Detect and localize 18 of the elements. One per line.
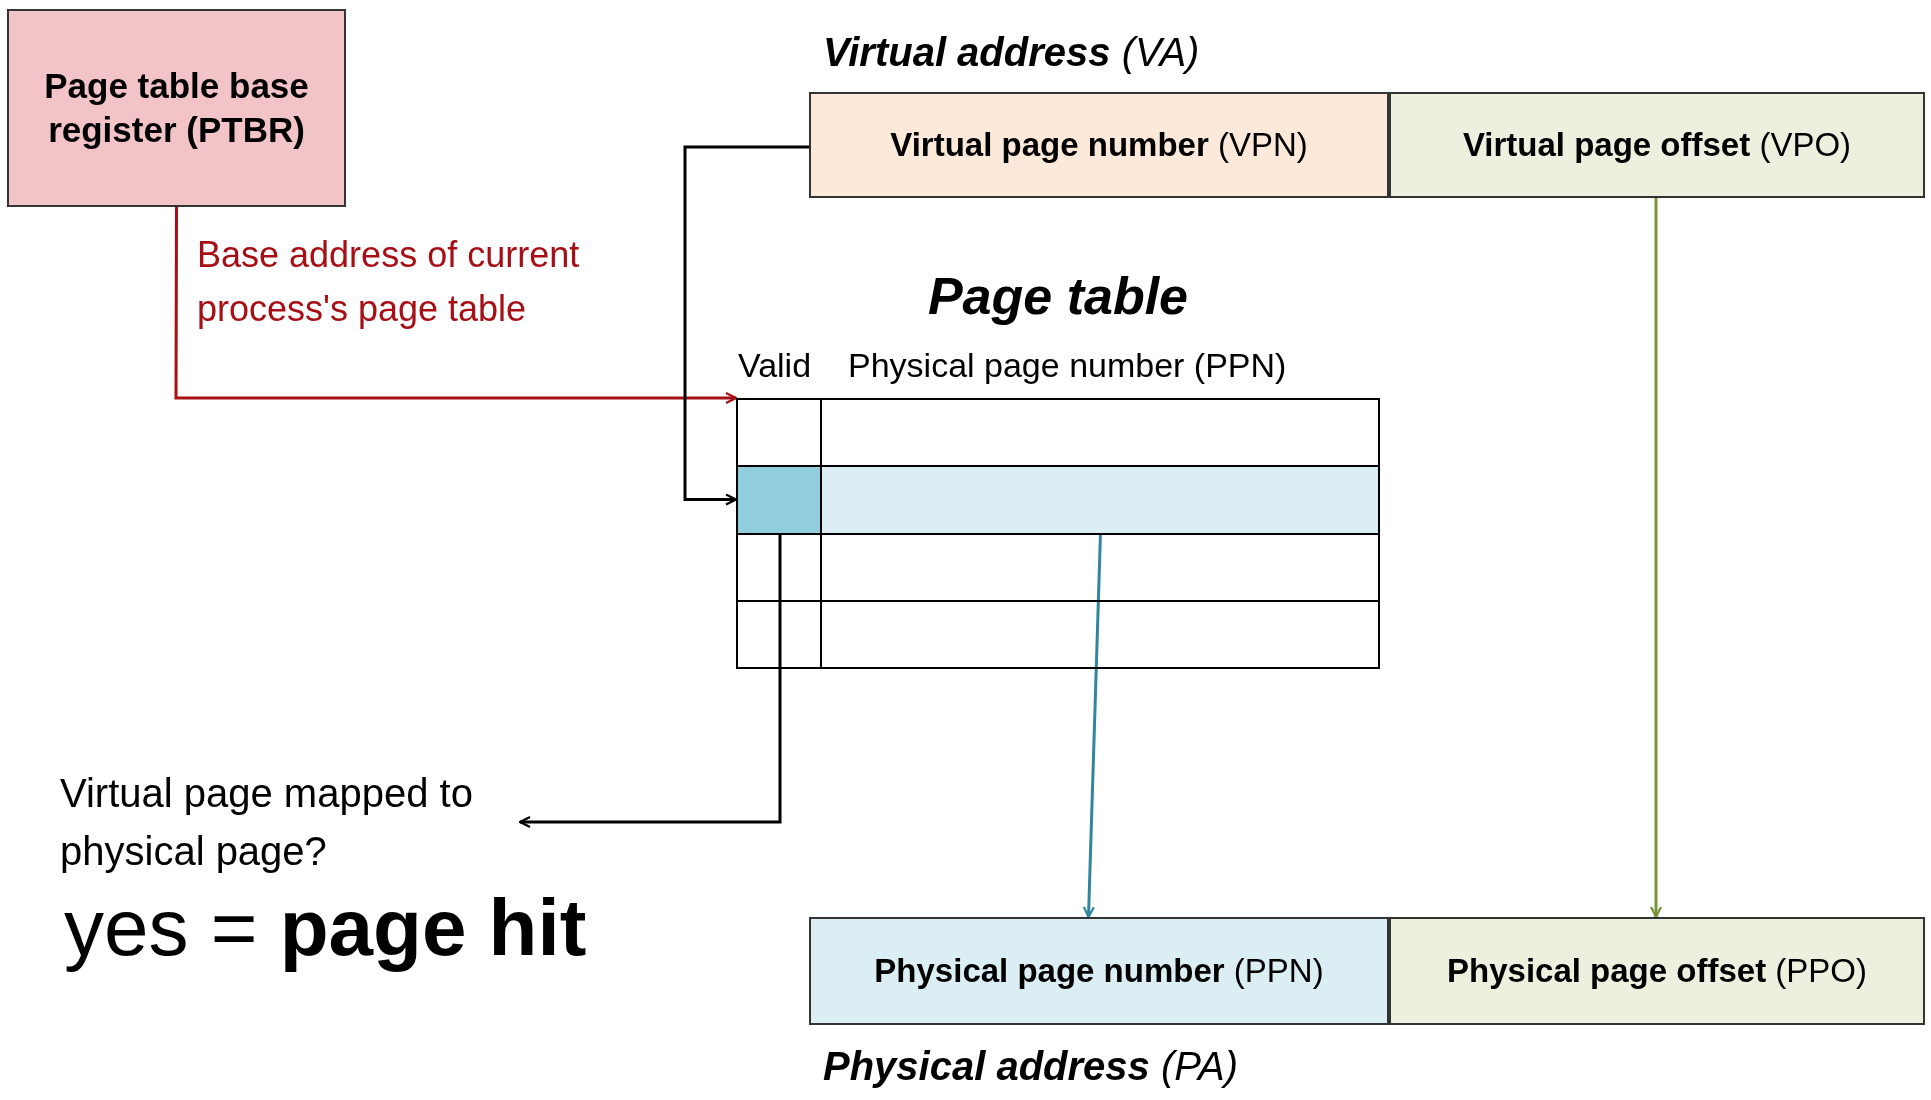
question-text: Virtual page mapped to physical page? — [60, 770, 474, 875]
column-header: Valid — [738, 348, 812, 382]
arrow — [683, 145, 809, 506]
address-field: Physical page number (PPN) — [809, 917, 1389, 1025]
arrow — [1649, 198, 1663, 919]
address-heading: Virtual address (VA) — [823, 32, 1200, 72]
column-header: Physical page number (PPN) — [848, 348, 1287, 382]
address-heading: Physical address (PA) — [823, 1046, 1238, 1086]
arrow — [1082, 532, 1102, 919]
arrow — [174, 207, 738, 405]
register-box: Page table base register (PTBR) — [7, 9, 346, 207]
table-row-cell — [821, 466, 1380, 533]
address-field: Physical page offset (PPO) — [1389, 917, 1925, 1025]
arrow — [518, 533, 782, 829]
edge-label: Base address of current process's page table — [197, 233, 581, 331]
valid-cell — [736, 466, 821, 533]
address-field: Virtual page number (VPN) — [809, 92, 1389, 198]
address-field: Virtual page offset (VPO) — [1389, 92, 1925, 198]
